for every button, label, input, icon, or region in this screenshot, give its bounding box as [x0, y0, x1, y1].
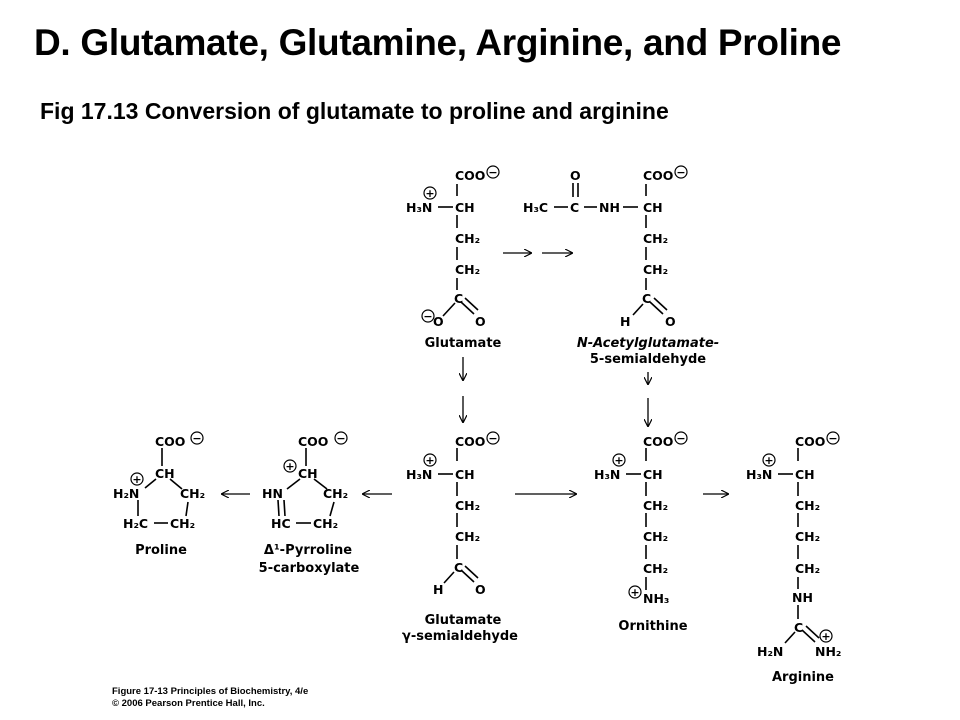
svg-text:−: −: [676, 166, 685, 179]
svg-text:−: −: [488, 432, 497, 445]
svg-text:CH₂: CH₂: [455, 529, 480, 544]
svg-text:COO: COO: [155, 434, 185, 449]
compound-name-ornithine: Ornithine: [618, 619, 687, 634]
svg-text:C: C: [642, 291, 651, 306]
svg-text:−: −: [192, 432, 201, 445]
svg-text:CH₂: CH₂: [643, 498, 668, 513]
svg-text:C: C: [454, 560, 463, 575]
compound-name-arginine: Arginine: [772, 670, 834, 685]
credit-line-2: © 2006 Pearson Prentice Hall, Inc.: [112, 698, 265, 709]
svg-text:−: −: [488, 166, 497, 179]
svg-text:O: O: [433, 314, 444, 329]
svg-text:CH: CH: [155, 466, 175, 481]
compound-name-glutamate-semialdehyde-line2: γ-semialdehyde: [402, 629, 518, 644]
svg-text:O: O: [475, 314, 486, 329]
svg-text:H: H: [620, 314, 630, 329]
svg-text:CH: CH: [455, 467, 475, 482]
compound-name-nag-semialdehyde: N-Acetylglutamate-: [577, 336, 719, 351]
svg-text:COO: COO: [298, 434, 328, 449]
svg-text:CH: CH: [643, 467, 663, 482]
svg-text:CH₂: CH₂: [643, 231, 668, 246]
svg-text:+: +: [821, 630, 830, 643]
svg-text:C: C: [794, 620, 803, 635]
svg-text:+: +: [425, 454, 434, 467]
compound-name-p5c: Δ¹-Pyrroline: [264, 543, 352, 558]
svg-text:COO: COO: [455, 434, 485, 449]
svg-text:CH₂: CH₂: [795, 561, 820, 576]
svg-text:−: −: [423, 310, 432, 323]
svg-text:+: +: [285, 460, 294, 473]
svg-text:NH: NH: [599, 200, 620, 215]
svg-text:CH₂: CH₂: [455, 498, 480, 513]
svg-text:HC: HC: [271, 516, 291, 531]
svg-text:O: O: [665, 314, 676, 329]
svg-text:NH₂: NH₂: [815, 644, 841, 659]
compound-name-glutamate-semialdehyde: Glutamate: [425, 613, 502, 628]
svg-text:CH₂: CH₂: [455, 262, 480, 277]
svg-text:CH₂: CH₂: [455, 231, 480, 246]
compound-name-nag-semialdehyde-line2: 5-semialdehyde: [590, 352, 706, 367]
svg-text:+: +: [630, 586, 639, 599]
compound-name-p5c-line2: 5-carboxylate: [259, 561, 360, 576]
svg-text:H₂C: H₂C: [123, 516, 148, 531]
svg-text:+: +: [764, 454, 773, 467]
svg-text:CH₂: CH₂: [323, 486, 348, 501]
svg-text:CH₂: CH₂: [795, 498, 820, 513]
svg-text:CH₂: CH₂: [313, 516, 338, 531]
charge-signs: − + − − − + − + + − + + − + − +: [132, 166, 837, 643]
svg-text:CH₂: CH₂: [795, 529, 820, 544]
svg-text:NH₃: NH₃: [643, 591, 669, 606]
svg-text:NH: NH: [792, 590, 813, 605]
svg-text:+: +: [614, 454, 623, 467]
svg-text:C: C: [454, 291, 463, 306]
reaction-arrows: [222, 253, 728, 494]
svg-text:C: C: [570, 200, 579, 215]
svg-text:−: −: [828, 432, 837, 445]
svg-text:H₃N: H₃N: [406, 467, 432, 482]
svg-text:CH: CH: [795, 467, 815, 482]
svg-text:CH: CH: [643, 200, 663, 215]
credit-line-1: Figure 17-13 Principles of Biochemistry,…: [112, 686, 309, 697]
svg-text:H₃N: H₃N: [406, 200, 432, 215]
svg-text:CH₂: CH₂: [643, 561, 668, 576]
page-title: D. Glutamate, Glutamine, Arginine, and P…: [34, 22, 842, 63]
svg-text:O: O: [570, 168, 581, 183]
svg-text:COO: COO: [795, 434, 825, 449]
svg-text:H₃N: H₃N: [594, 467, 620, 482]
compound-name-proline: Proline: [135, 543, 187, 558]
atom-labels: COO H₃N CH CH₂ CH₂ C O O O H₃C C NH CH C…: [113, 168, 841, 659]
svg-text:COO: COO: [455, 168, 485, 183]
svg-text:−: −: [336, 432, 345, 445]
svg-text:O: O: [475, 582, 486, 597]
svg-text:CH: CH: [455, 200, 475, 215]
svg-text:COO: COO: [643, 434, 673, 449]
svg-text:COO: COO: [643, 168, 673, 183]
svg-text:H₂N: H₂N: [757, 644, 783, 659]
svg-text:H: H: [433, 582, 443, 597]
figure-caption: Fig 17.13 Conversion of glutamate to pro…: [40, 98, 669, 124]
svg-text:CH₂: CH₂: [643, 262, 668, 277]
compound-name-glutamate: Glutamate: [425, 336, 502, 351]
svg-text:HN: HN: [262, 486, 283, 501]
figure-credit: Figure 17-13 Principles of Biochemistry,…: [112, 686, 308, 710]
svg-text:CH₂: CH₂: [180, 486, 205, 501]
svg-text:CH₂: CH₂: [643, 529, 668, 544]
svg-text:−: −: [676, 432, 685, 445]
svg-text:H₃N: H₃N: [746, 467, 772, 482]
svg-text:H₂N: H₂N: [113, 486, 139, 501]
svg-text:+: +: [132, 473, 141, 486]
svg-text:+: +: [425, 187, 434, 200]
svg-text:CH: CH: [298, 466, 318, 481]
svg-text:H₃C: H₃C: [523, 200, 548, 215]
svg-text:CH₂: CH₂: [170, 516, 195, 531]
